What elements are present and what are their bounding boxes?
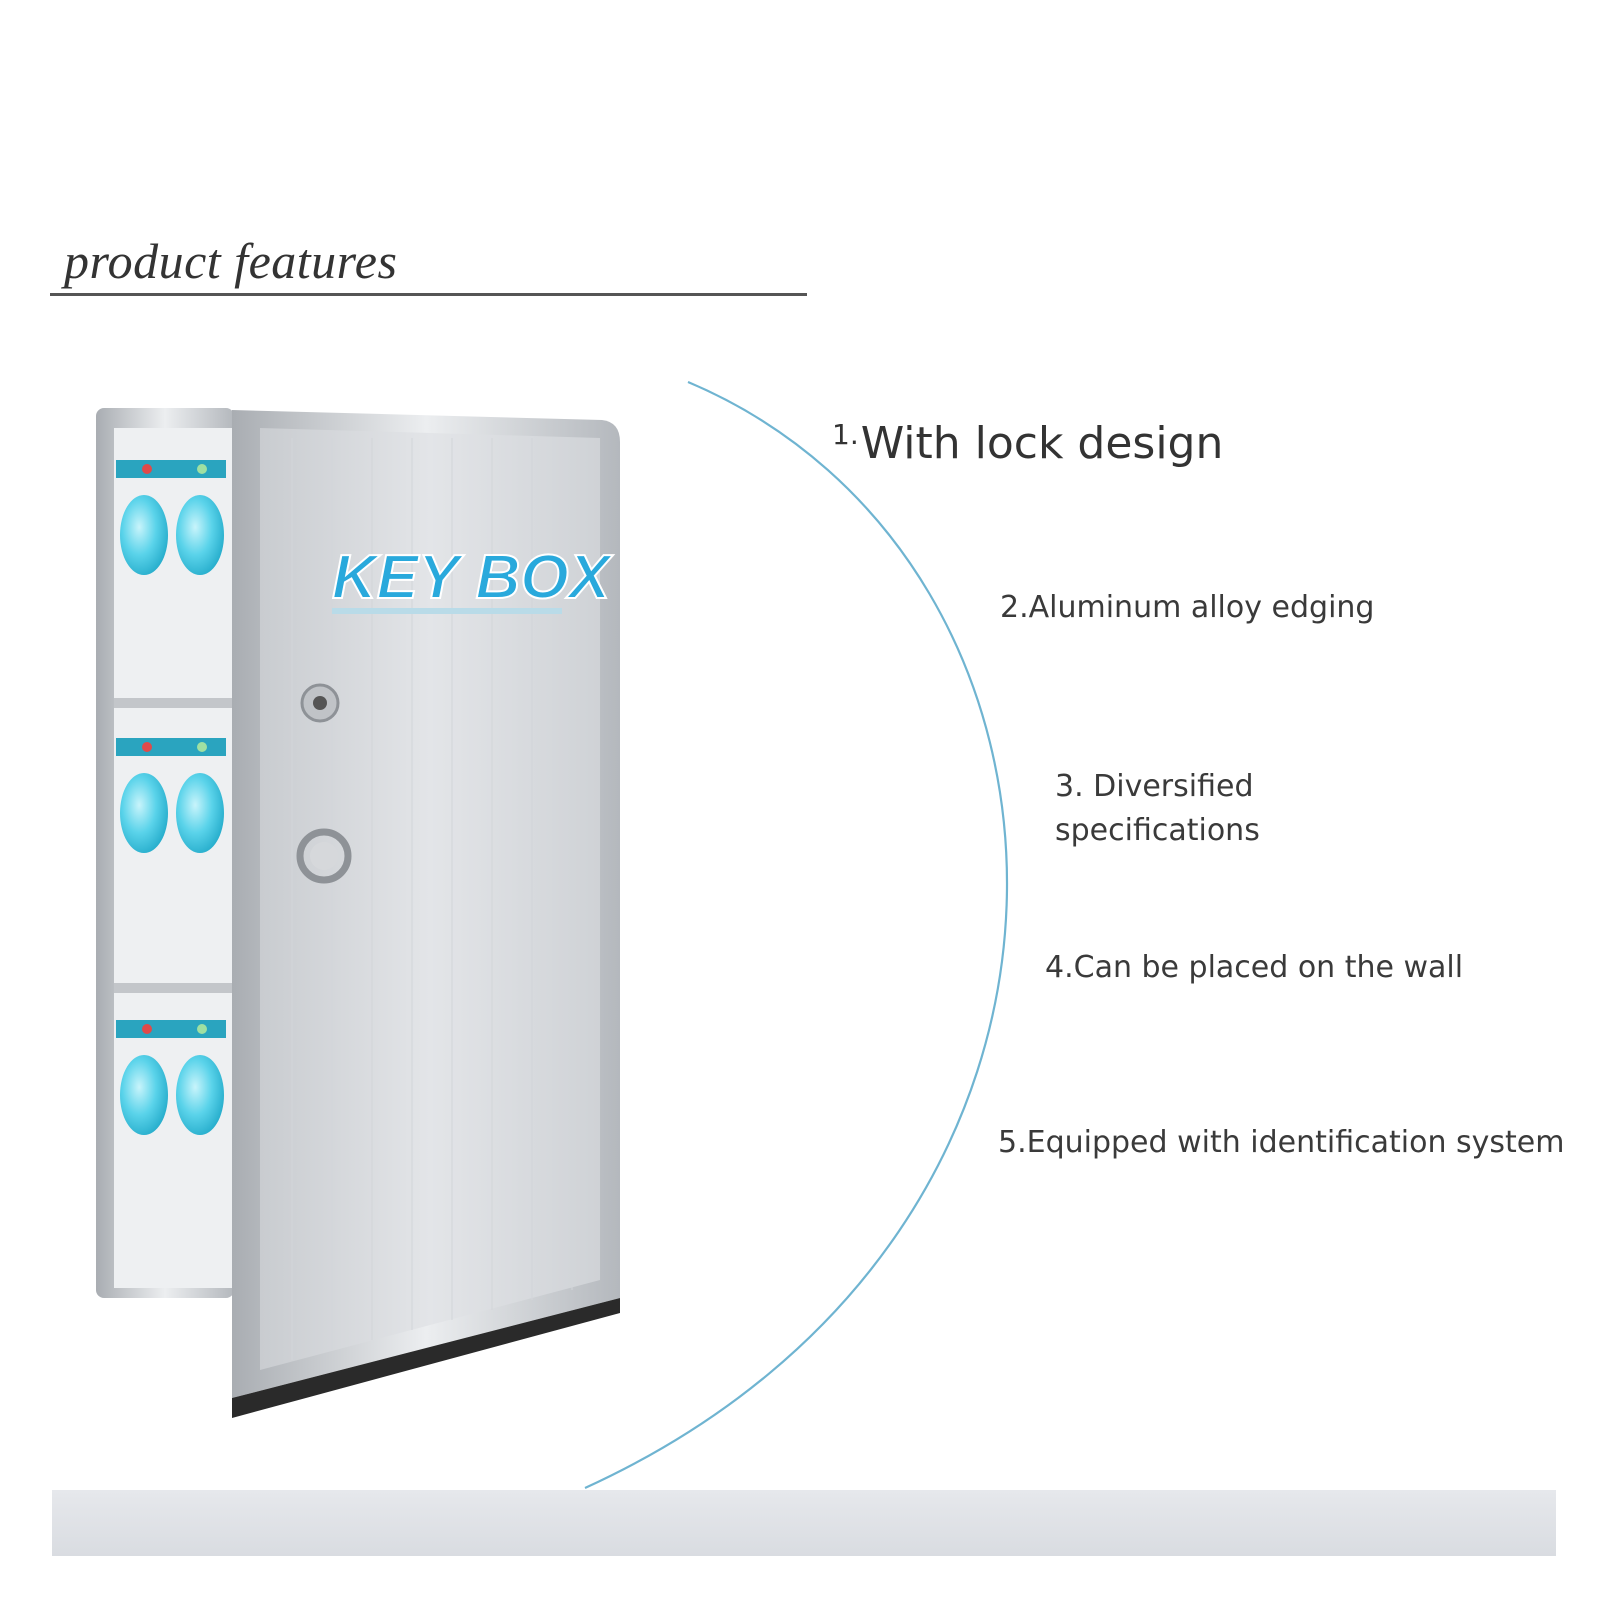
feature-1: 1.With lock design	[832, 418, 1223, 469]
bottom-band	[52, 1490, 1556, 1556]
feature-1-number: 1.	[832, 418, 859, 451]
key-box-product-image: KEY BOX	[96, 408, 620, 1418]
title-underline	[50, 293, 807, 296]
feature-4: 4.Can be placed on the wall	[1045, 950, 1464, 985]
feature-3-line2: specifications	[1055, 813, 1260, 848]
feature-1-text: With lock design	[860, 418, 1224, 469]
feature-3-line1: 3. Diversified	[1055, 769, 1254, 804]
section-title: product features	[64, 233, 398, 289]
feature-3: 3. Diversified specifications	[1055, 765, 1260, 853]
logo-text: KEY BOX	[332, 543, 614, 612]
feature-5: 5.Equipped with identification system	[998, 1125, 1565, 1160]
feature-2: 2.Aluminum alloy edging	[1000, 590, 1375, 625]
